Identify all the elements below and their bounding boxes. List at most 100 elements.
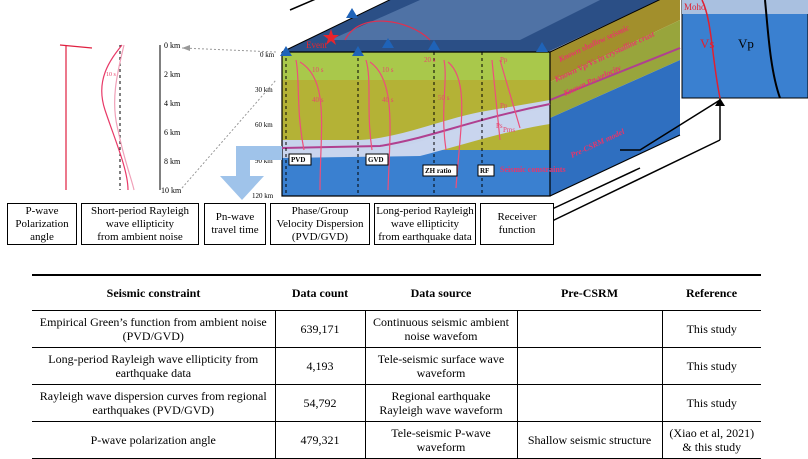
phase-labels: PVD GVD ZH ratio RF: [288, 153, 495, 177]
svg-text:0 km: 0 km: [260, 51, 275, 59]
block-depth-ticks: 0 km 30 km 60 km 90 km 120 km: [252, 51, 275, 200]
svg-text:120 km: 120 km: [252, 192, 274, 200]
header-pre-csrm: Pre-CSRM: [517, 274, 662, 311]
cell-constraint: Rayleigh wave dispersion curves from reg…: [32, 384, 276, 422]
cell-reference: This study: [661, 310, 761, 348]
svg-text:20 s: 20 s: [424, 56, 436, 64]
seismic-constraints-figure: Event 10 s 40 s 10 s 40 s 20 s 50 s Pp P…: [59, 0, 808, 223]
svg-text:ZH ratio: ZH ratio: [425, 167, 452, 175]
svg-text:10 km: 10 km: [161, 186, 182, 195]
cell-constraint: Empirical Green’s function from ambient …: [32, 310, 276, 348]
moho-line-front: [281, 103, 551, 149]
cell-reference: This study: [661, 347, 761, 385]
cell-pre-csrm: [516, 347, 663, 385]
constraints-table: Seismic constraint Data count Data sourc…: [32, 274, 761, 459]
event-label: Event: [306, 40, 327, 50]
table-row: P-wave polarization angle 479,321 Tele-s…: [32, 421, 761, 459]
svg-text:2 km: 2 km: [164, 70, 181, 79]
cell-source: Tele-seismic surface wave waveform: [364, 347, 518, 385]
table-row: Rayleigh wave dispersion curves from reg…: [32, 384, 761, 422]
svg-text:Pms: Pms: [503, 126, 515, 134]
station-triangle: [428, 40, 440, 50]
svg-text:Pp: Pp: [500, 102, 508, 110]
ray-paths: [295, 20, 521, 191]
cell-count: 639,171: [274, 310, 366, 348]
svg-text:10 s: 10 s: [312, 66, 324, 74]
event-star-icon: [323, 29, 339, 45]
cell-source: Regional earthquake Rayleigh wave wavefo…: [364, 384, 518, 422]
right-inset-top: [682, 0, 808, 14]
bottom-line: [549, 167, 641, 211]
svg-text:6 km: 6 km: [164, 128, 181, 137]
arrow-left-icon: [182, 45, 190, 51]
block-outline-side: [549, 134, 681, 197]
svg-text:10 s: 10 s: [382, 66, 394, 74]
polarization-curve-2: [59, 44, 93, 49]
block-top-highlight: [330, 0, 600, 40]
polarization-label: 10 s: [106, 72, 117, 78]
station-triangle: [280, 46, 292, 56]
right-inset: [681, 0, 808, 99]
moho-band: [282, 100, 550, 155]
connector-line: [620, 99, 721, 151]
cell-pre-csrm: Shallow seismic structure: [516, 421, 663, 459]
block-side-mantle: [550, 60, 680, 196]
small-depth-ticks: 0 km 2 km 4 km 6 km 8 km 10 km: [161, 41, 182, 195]
svg-text:90 km: 90 km: [255, 157, 273, 165]
header-data-source: Data source: [365, 274, 517, 311]
moho-band-2: [282, 108, 550, 158]
cell-constraint: P-wave polarization angle: [32, 421, 276, 459]
cell-count: 479,321: [274, 421, 366, 459]
cell-source: Tele-seismic P-wave waveform: [364, 421, 518, 459]
top-line: [289, 0, 316, 11]
moho-label: Moho: [684, 2, 706, 12]
svg-text:40 s: 40 s: [382, 96, 394, 104]
header-reference: Reference: [662, 274, 761, 311]
station-triangle: [536, 42, 548, 52]
cell-count: 54,792: [274, 384, 366, 422]
cell-source: Continuous seismic ambient noise wavefom: [364, 310, 518, 348]
cell-constraint: Long-period Rayleigh wave ellipticity fr…: [32, 347, 276, 385]
station-triangle: [382, 38, 394, 48]
table-row: Long-period Rayleigh wave ellipticity fr…: [32, 347, 761, 385]
svg-text:Pp: Pp: [500, 56, 508, 64]
block-side-moho-line: [549, 47, 681, 101]
block-top-line-2: [549, 0, 661, 53]
svg-text:0 km: 0 km: [164, 41, 181, 50]
svg-text:8 km: 8 km: [164, 157, 181, 166]
block-top-line: [281, 0, 391, 53]
block-side-olive: [550, 20, 680, 118]
cell-reference: This study: [661, 384, 761, 422]
svg-text:4 km: 4 km: [164, 99, 181, 108]
svg-text:50 s: 50 s: [438, 94, 450, 102]
time-labels: 10 s 40 s 10 s 40 s 20 s 50 s Pp Pms Ps …: [312, 56, 515, 134]
cell-pre-csrm: [516, 384, 663, 422]
svg-text:30 km: 30 km: [255, 86, 273, 94]
pn-arrow-icon: [220, 146, 282, 200]
table-header-row: Seismic constraint Data count Data sourc…: [32, 274, 761, 311]
vp-label: Vp: [738, 36, 754, 51]
station-triangle: [346, 8, 358, 18]
ellipticity-curve: [101, 44, 129, 191]
svg-text:PVD: PVD: [291, 156, 305, 164]
connector-line-2: [549, 139, 721, 223]
svg-text:GVD: GVD: [368, 156, 384, 164]
table-row: Empirical Green’s function from ambient …: [32, 310, 761, 348]
header-constraint: Seismic constraint: [32, 274, 275, 311]
arrow-up-icon: [715, 98, 725, 106]
block-side-green: [550, 0, 680, 82]
svg-text:40 s: 40 s: [312, 96, 324, 104]
svg-text:Ps: Ps: [496, 122, 503, 130]
ellipticity-curve-2: [114, 44, 135, 191]
right-inset-vs-curve: [701, 0, 721, 99]
header-data-count: Data count: [275, 274, 365, 311]
cell-pre-csrm: [516, 310, 663, 348]
right-inset-vp-curve: [764, 0, 781, 99]
seismic-constraints-label: Seismic constraints: [500, 165, 566, 174]
